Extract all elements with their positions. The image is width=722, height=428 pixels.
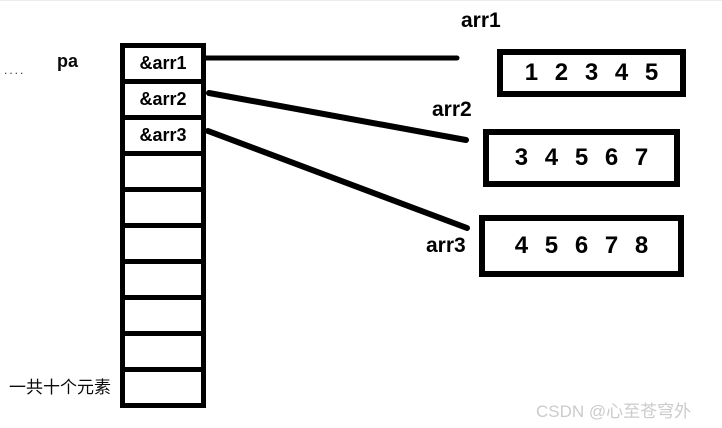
stack-cell-6 (120, 259, 206, 300)
arr2-box: 3 4 5 6 7 (483, 129, 680, 187)
pointer-array-stack: &arr1 &arr2 &arr3 (120, 43, 206, 408)
total-elements-note: 一共十个元素 (9, 378, 111, 397)
stack-cell-7 (120, 295, 206, 336)
arr1-label: arr1 (461, 9, 501, 32)
pointer-line-arr3 (205, 128, 470, 231)
stack-cell-9 (120, 367, 206, 408)
stack-cell-5 (120, 223, 206, 264)
stack-cell-4 (120, 187, 206, 228)
ellipsis-dots: .... (4, 63, 26, 77)
csdn-watermark: CSDN @心至苍穹外 (536, 402, 692, 421)
pointer-line-arr2 (206, 90, 469, 143)
arr1-box: 1 2 3 4 5 (497, 49, 686, 97)
pa-label: pa (57, 51, 79, 71)
arr3-label: arr3 (426, 234, 466, 257)
arr2-label: arr2 (432, 98, 472, 121)
stack-cell-8 (120, 331, 206, 372)
stack-cell-2: &arr3 (120, 115, 206, 156)
stack-cell-0: &arr1 (120, 43, 206, 84)
stack-cell-3 (120, 151, 206, 192)
stack-cell-1: &arr2 (120, 79, 206, 120)
arr3-values: 4 5 6 7 8 (514, 232, 649, 259)
arr3-box: 4 5 6 7 8 (479, 215, 684, 277)
arr1-values: 1 2 3 4 5 (524, 59, 659, 86)
arr2-values: 3 4 5 6 7 (514, 144, 649, 171)
